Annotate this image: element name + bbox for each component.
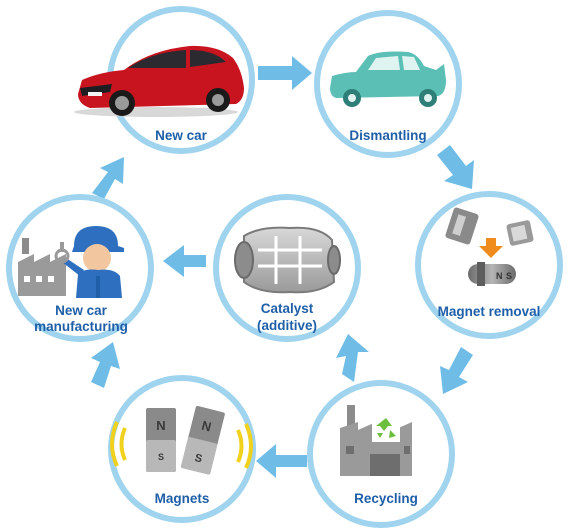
magnet-parts-icon: N S: [445, 207, 534, 286]
arrow-recycling-to-catalyst: [336, 334, 369, 382]
dismantling-label: Dismantling: [349, 128, 426, 143]
node-new-car: New car: [74, 6, 255, 154]
red-car-icon: [74, 45, 244, 117]
magnet-mark-n: N: [496, 271, 503, 281]
catalyst-label-line-2: (additive): [257, 318, 317, 333]
arrow-magnet-removal-to-recycling: [440, 347, 473, 394]
magnet-mark-n: N: [200, 418, 213, 435]
recycling-factory-icon: [340, 405, 412, 476]
down-arrow-icon: [479, 238, 503, 258]
node-recycling: Recycling: [307, 380, 455, 528]
new-car-manufacturing-label-line-1: New car: [55, 303, 108, 318]
magnet-mark-n: N: [156, 418, 165, 433]
magnets-label: Magnets: [155, 491, 210, 506]
catalyst-label-line-1: Catalyst: [261, 301, 314, 316]
teal-car-icon: [330, 51, 446, 107]
magnet-mark-s: S: [193, 452, 203, 465]
arrow-recycling-to-magnets: [256, 444, 307, 478]
worker-factory-icon: [18, 226, 124, 298]
node-magnets: N S N S Magnets: [108, 375, 256, 523]
arrow-catalyst-to-manufacturing: [163, 245, 206, 277]
new-car-label: New car: [155, 128, 208, 143]
magnet-removal-label: Magnet removal: [438, 304, 541, 319]
arrow-manufacturing-to-newcar: [92, 157, 124, 199]
node-new-car-manufacturing: New car manufacturing: [6, 194, 154, 342]
magnets-icon: N S N S: [110, 405, 253, 475]
new-car-manufacturing-label-line-2: manufacturing: [34, 319, 128, 334]
recycling-label: Recycling: [354, 491, 418, 506]
node-dismantling: Dismantling: [314, 10, 462, 158]
catalyst-icon: [234, 226, 341, 294]
node-magnet-removal: N S Magnet removal: [415, 191, 563, 339]
magnet-mark-s: S: [158, 452, 164, 462]
cycle-arrows: [91, 56, 474, 478]
node-catalyst: Catalyst (additive): [213, 194, 361, 342]
arrow-dismantling-to-magnet-removal: [437, 145, 474, 189]
magnet-mark-s: S: [506, 271, 512, 281]
arrow-magnets-to-manufacturing: [91, 342, 120, 388]
arrow-newcar-to-dismantling: [258, 56, 312, 90]
